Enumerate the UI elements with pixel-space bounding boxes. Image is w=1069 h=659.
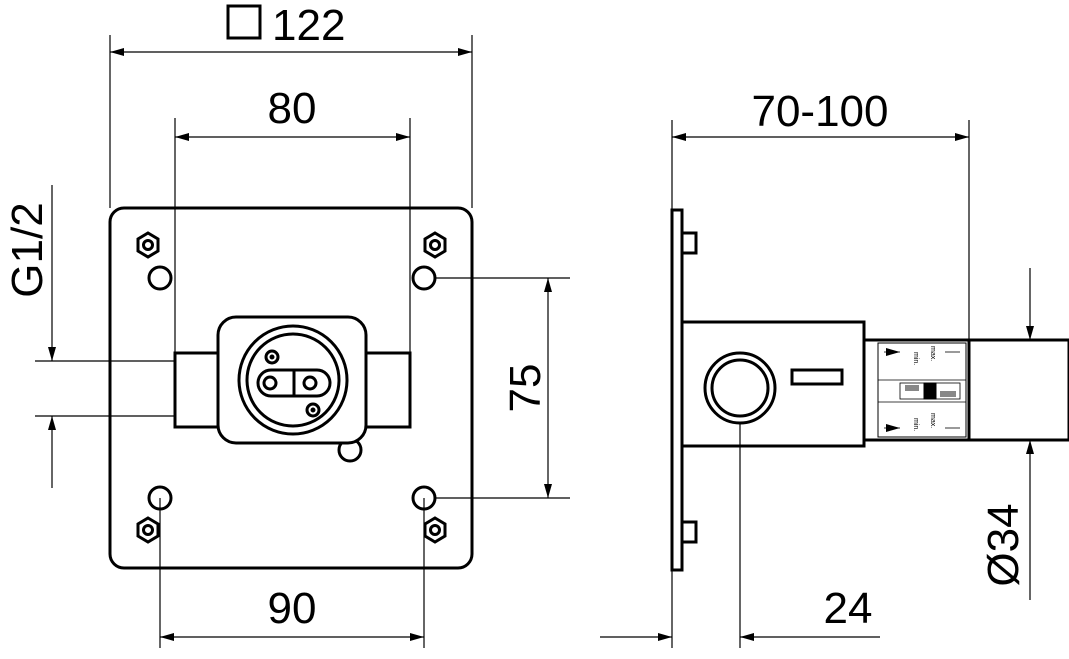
gauge-max-bottom: max.	[929, 413, 936, 428]
side-stud-top	[680, 231, 698, 255]
hex-nut-top-right	[423, 231, 447, 259]
dim-label-75: 75	[501, 364, 550, 413]
hex-nut-bottom-right	[423, 516, 447, 544]
side-view: min. max. min. max. 70-100 24 Ø34	[600, 87, 1069, 648]
valve-body	[173, 315, 412, 463]
dim-label-80: 80	[268, 84, 317, 133]
gauge-min-top: min.	[912, 352, 919, 365]
square-symbol-icon	[226, 4, 262, 40]
hex-nut-bottom-left	[136, 516, 160, 544]
front-view: 122 80 90 75 G1/2	[3, 1, 570, 648]
dim-label-122: 122	[272, 1, 345, 50]
dim-label-70-100: 70-100	[751, 87, 888, 136]
gauge-max-top: max.	[929, 346, 936, 361]
gauge-min-bottom: min.	[912, 418, 919, 431]
side-spindle	[967, 338, 1069, 442]
side-stud-bottom	[680, 520, 698, 544]
hex-nut-top-left	[136, 231, 160, 259]
mounting-hole-top-right	[411, 265, 437, 291]
dim-label-24: 24	[824, 584, 873, 633]
mounting-plate	[108, 206, 474, 570]
dim-label-diameter: Ø34	[979, 503, 1028, 586]
dim-label-90: 90	[268, 584, 317, 633]
dim-label-thread: G1/2	[3, 202, 52, 297]
mounting-hole-top-left	[147, 265, 173, 291]
depth-gauge: min. max. min. max.	[877, 342, 967, 438]
